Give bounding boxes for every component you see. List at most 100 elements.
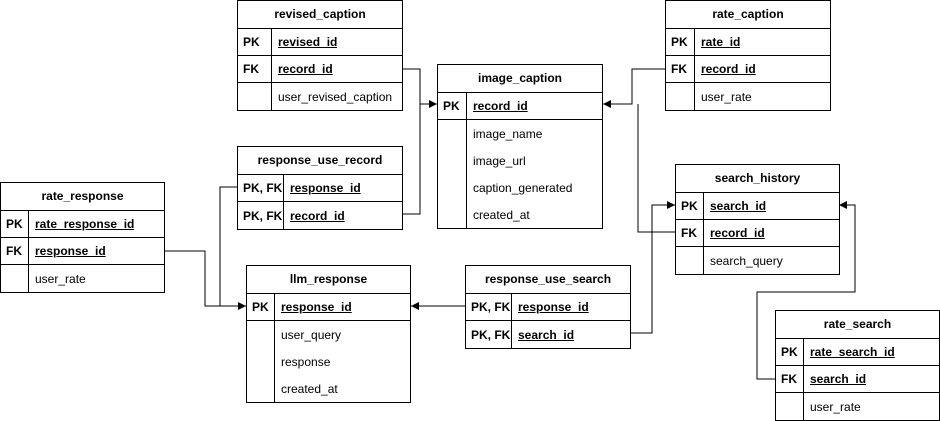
key-marker: PK [776,339,804,365]
key-marker: PK, FK [466,321,512,348]
field-name: response [281,354,331,369]
field-name: response_id [290,181,361,195]
relation-revised-caption-to-image-caption [402,68,437,108]
field-name: rate_response_id [35,217,135,231]
relation-response-use-search-to-search-history [630,201,675,334]
entity-row: PK revised_id [238,29,402,56]
key-marker [438,174,467,201]
field-name: caption_generated [473,180,573,195]
entity-title: rate_caption [666,1,830,29]
entity-row: PK rate_search_id [776,339,939,366]
entity-row: PK rate_id [666,29,830,56]
key-marker [247,375,275,402]
entity-row: image_name [438,120,602,147]
key-marker: FK [666,56,695,82]
entity-row: FK response_id [1,238,164,265]
entity-row: PK, FK response_id [466,294,630,321]
key-marker [238,83,272,110]
field-name: response_id [35,244,106,258]
field-name: user_rate [35,271,86,286]
key-marker: PK, FK [238,202,284,229]
field-name: record_id [701,62,756,76]
entity-image-caption[interactable]: image_caption PK record_id image_name im… [437,64,603,229]
entity-title: image_caption [438,65,602,93]
field-name: image_name [473,126,543,141]
entity-title: llm_response [247,266,410,294]
key-marker: PK, FK [238,175,284,201]
field-name: record_id [278,62,333,76]
key-marker: FK [676,220,704,246]
relation-rate-caption-to-image-caption [603,68,665,108]
field-name: created_at [473,207,530,222]
key-marker: PK [666,29,695,55]
key-marker: PK [238,29,272,55]
entity-row: PK, FK response_id [238,175,402,202]
entity-row: created_at [247,375,410,402]
field-name: rate_search_id [810,345,895,359]
key-marker [676,247,704,274]
entity-row: FK search_id [776,366,939,393]
field-name: user_query [281,327,342,342]
entity-row: user_rate [776,393,939,420]
field-name: revised_id [278,35,338,49]
entity-row: search_query [676,247,839,274]
relation-rate-response-to-llm-response [165,250,220,307]
entity-rate-search[interactable]: rate_search PK rate_search_id FK search_… [775,310,940,421]
entity-llm-response[interactable]: llm_response PK response_id user_query r… [246,265,411,403]
field-name: user_revised_caption [278,89,393,104]
entity-row: user_rate [666,83,830,110]
field-name: search_query [710,253,783,268]
entity-search-history[interactable]: search_history PK search_id FK record_id… [675,164,840,275]
entity-row: PK record_id [438,93,602,120]
relation-rate-search-to-search-history [756,201,856,380]
field-name: record_id [710,226,765,240]
key-marker [438,120,467,147]
key-marker: FK [1,238,29,264]
entity-row: PK search_id [676,193,839,220]
entity-row: image_url [438,147,602,174]
field-name: search_id [518,327,575,342]
entity-row: FK record_id [238,56,402,83]
entity-row: user_revised_caption [238,83,402,110]
entity-title: revised_caption [238,1,402,29]
key-marker: PK [438,93,467,119]
field-name: search_id [710,199,767,213]
entity-row: FK record_id [666,56,830,83]
entity-row: PK rate_response_id [1,211,164,238]
entity-row: PK, FK record_id [238,202,402,229]
entity-rate-caption[interactable]: rate_caption PK rate_id FK record_id use… [665,0,831,111]
field-name: response_id [518,300,589,314]
entity-row: response [247,348,410,375]
field-name: user_rate [701,89,752,104]
entity-title: response_use_record [238,147,402,175]
entity-row: PK response_id [247,294,410,321]
key-marker: PK, FK [466,294,512,320]
field-name: rate_id [701,35,741,49]
key-marker [438,201,467,228]
key-marker: FK [238,56,272,82]
entity-revised-caption[interactable]: revised_caption PK revised_id FK record_… [237,0,403,111]
entity-title: response_use_search [466,266,630,294]
entity-row: created_at [438,201,602,228]
field-name: user_rate [810,399,861,414]
field-name: search_id [810,372,867,386]
entity-response-use-search[interactable]: response_use_search PK, FK response_id P… [465,265,631,349]
field-name: response_id [281,300,352,314]
key-marker [247,348,275,375]
key-marker [438,147,467,174]
entity-rate-response[interactable]: rate_response PK rate_response_id FK res… [0,182,165,293]
entity-response-use-record[interactable]: response_use_record PK, FK response_id P… [237,146,403,230]
key-marker [247,321,275,348]
field-name: record_id [473,99,528,113]
entity-title: search_history [676,165,839,193]
entity-title: rate_search [776,311,939,339]
entity-row: FK record_id [676,220,839,247]
entity-title: rate_response [1,183,164,211]
field-name: created_at [281,381,338,396]
entity-row: caption_generated [438,174,602,201]
key-marker: FK [776,366,804,392]
relation-response-use-record-to-image-caption [402,104,421,215]
key-marker: PK [247,294,275,320]
entity-row: user_query [247,321,410,348]
